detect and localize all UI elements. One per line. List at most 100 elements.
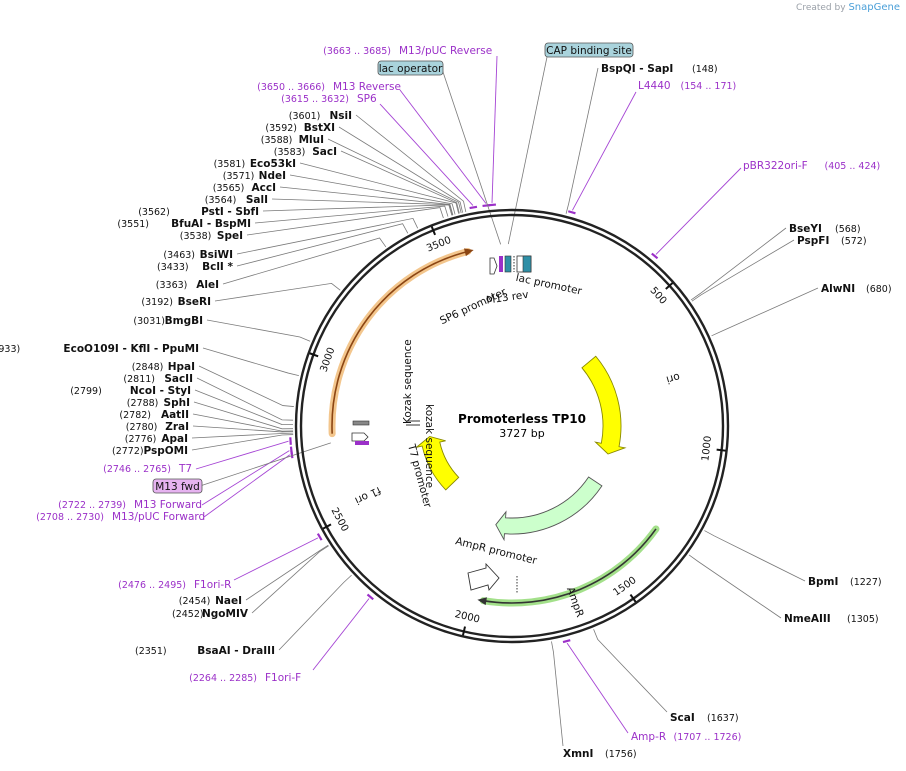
enzyme-bfuai: BfuAI - BspMI (3551) xyxy=(117,218,251,230)
enzyme-position: (2848) xyxy=(132,362,164,373)
enzyme-psti: PstI - SbfI(3562) xyxy=(138,206,259,218)
enzyme-mlui: MluI(3588) xyxy=(261,134,324,146)
tick-3000 xyxy=(309,352,319,358)
leader-left-20 xyxy=(193,401,294,430)
enzyme-pspfi: PspFI(572) xyxy=(797,235,867,247)
enzyme-name: BspQI - SapI xyxy=(601,63,673,75)
enzyme-alei: AleI(3363) xyxy=(156,279,219,291)
primer-range: (1707 .. 1726) xyxy=(674,732,742,743)
tick-1000 xyxy=(716,448,726,452)
enzyme-name: SalI xyxy=(246,194,268,206)
primer-leader-7 xyxy=(233,537,319,581)
site-labels: BspQI - SapI(148)BseYI(568)PspFI(572)Alw… xyxy=(0,42,892,760)
plasmid-center: Promoterless TP10 3727 bp xyxy=(458,412,586,440)
small-feature-glyphs xyxy=(351,255,532,594)
leader-right-6 xyxy=(593,629,668,713)
enzyme-name: HpaI xyxy=(168,361,195,373)
box-leader-0 xyxy=(507,56,548,245)
enzyme-name: NcoI - StyI xyxy=(130,385,191,397)
primer-name: F1ori-R xyxy=(194,579,231,591)
enzyme-name: XmnI xyxy=(563,748,593,760)
tick-label-2000: 2000 xyxy=(454,609,481,626)
enzyme-name: ApaI xyxy=(161,433,188,445)
primer-mark-6 xyxy=(366,593,374,601)
enzyme-naei: NaeI(2454) xyxy=(179,595,242,607)
enzyme-position: (2933) xyxy=(0,344,20,355)
primer-m13-forward: M13 Forward(2722 .. 2739) xyxy=(58,499,202,511)
enzyme-nmeaiii: NmeAIII (1305) xyxy=(784,613,879,625)
enzyme-position: (3562) xyxy=(138,207,170,218)
enzyme-position: (1305) xyxy=(847,614,879,625)
enzyme-name: NmeAIII xyxy=(784,613,831,625)
leader-left-18 xyxy=(196,377,294,421)
primer-range: (2746 .. 2765) xyxy=(103,464,171,475)
lac-operator-glyph xyxy=(504,255,512,273)
backbone-outer xyxy=(294,208,730,644)
kozak-sequence-label: kozak sequence xyxy=(423,404,435,488)
snapgene-credit: Created by SnapGene xyxy=(796,2,900,13)
enzyme-name: BfuAI - BspMI xyxy=(171,218,251,230)
enzyme-position: (3538) xyxy=(180,231,212,242)
sp6-promoter-label: SP6 promoter xyxy=(438,286,509,327)
leader-left-3 xyxy=(340,150,460,214)
primer-leader-9 xyxy=(203,454,291,518)
enzyme-bcli: BclI *(3433) xyxy=(157,261,233,273)
enzyme-ngomiv: NgoMIV(2452) xyxy=(172,608,249,620)
leader-left-6 xyxy=(279,186,454,216)
tick-label-1500: 1500 xyxy=(611,575,638,599)
enzyme-bpmi: BpmI(1227) xyxy=(808,576,882,588)
enzyme-ecoo109i: EcoO109I - KflI - PpuMI(2933) xyxy=(0,343,199,355)
tick-label-2500: 2500 xyxy=(328,506,350,534)
enzyme-name: MluI xyxy=(299,134,324,146)
enzyme-position: (3601) xyxy=(289,111,321,122)
leader-right-7 xyxy=(551,641,564,747)
leader-left-17 xyxy=(198,365,294,407)
enzyme-name: SacII xyxy=(164,373,193,385)
leader-right-1 xyxy=(690,227,787,301)
enzyme-position: (2788) xyxy=(127,398,159,409)
leader-left-15 xyxy=(206,319,311,342)
tick-label-500: 500 xyxy=(648,285,669,307)
enzyme-sphi: SphI (2788) xyxy=(127,397,190,409)
enzyme-position: (3592) xyxy=(265,123,297,134)
orf-arc-0 xyxy=(331,250,469,434)
leader-right-3 xyxy=(711,287,819,337)
leader-lines xyxy=(191,55,819,747)
primer-range: (2476 .. 2495) xyxy=(118,580,186,591)
enzyme-name: NgoMIV xyxy=(202,608,249,620)
feature-box-m13-fwd: M13 fwd xyxy=(152,478,203,494)
leader-left-7 xyxy=(271,198,453,216)
enzyme-position: (3581) xyxy=(214,159,246,170)
primer-leader-2 xyxy=(379,103,474,206)
leader-left-12 xyxy=(236,223,409,267)
enzyme-acci: AccI(3565) xyxy=(213,182,276,194)
credit-prefix: Created by xyxy=(796,3,846,13)
leader-left-16 xyxy=(202,347,299,376)
tick-1500 xyxy=(629,593,637,603)
enzyme-position: (3583) xyxy=(274,147,306,158)
enzyme-position: (2772) xyxy=(112,446,144,457)
tick-2500 xyxy=(322,523,332,530)
kozak-sequence-label-2: Kozak sequence xyxy=(402,339,414,424)
tick-label-3000: 3000 xyxy=(319,346,338,374)
leader-left-9 xyxy=(254,205,449,224)
leader-left-27 xyxy=(278,574,352,651)
enzyme-name: BstXI xyxy=(304,122,335,134)
primer-m13-puc-forward: M13/pUC Forward(2708 .. 2730) xyxy=(36,511,205,523)
enzyme-position: (572) xyxy=(841,236,867,247)
leader-left-14 xyxy=(214,282,341,302)
f1-ori-label: f1 ori xyxy=(353,484,383,507)
primer-name: M13 Reverse xyxy=(333,81,401,93)
enzyme-name: SphI xyxy=(164,397,190,409)
box-leader-2 xyxy=(199,442,331,487)
enzyme-position: (3551) xyxy=(117,219,149,230)
orf-arc-1 xyxy=(483,528,657,604)
cap-site-glyph xyxy=(522,255,532,273)
enzyme-position: (2782) xyxy=(119,410,151,421)
primer-range: (154 .. 171) xyxy=(681,81,737,92)
primer-name: Amp-R xyxy=(631,731,666,743)
primer-leader-5 xyxy=(566,642,629,734)
enzyme-eco53ki: Eco53kI(3581) xyxy=(214,158,296,170)
primer-l4440: L4440(154 .. 171) xyxy=(638,80,736,92)
enzyme-position: (568) xyxy=(835,224,861,235)
